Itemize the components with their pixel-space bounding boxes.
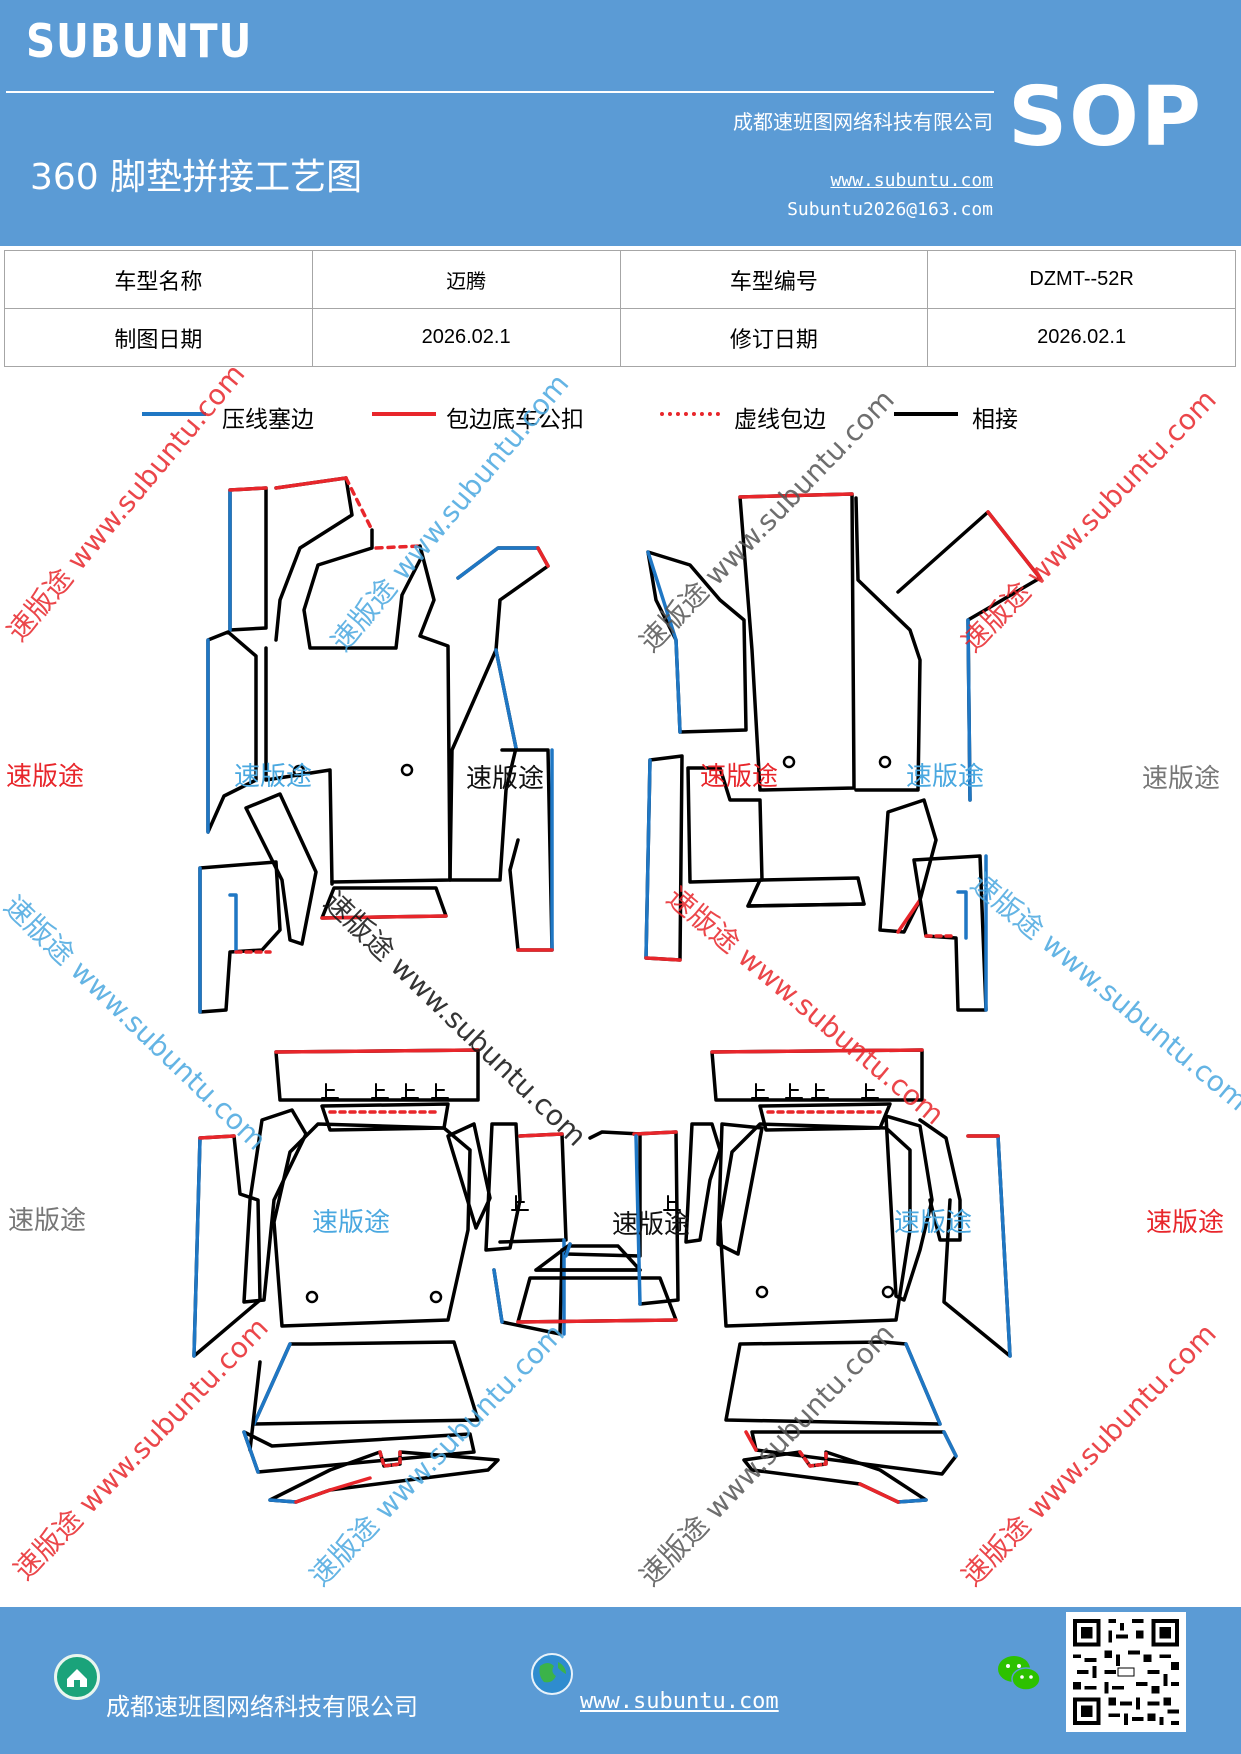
pattern-group-rear-left [192,1048,678,1504]
legend-label: 压线塞边 [222,407,314,433]
table-cell-value: 2026.02.1 [927,308,1236,367]
legend-label: 相接 [972,407,1018,433]
globe-icon [528,1650,576,1698]
header-company-name: 成都速班图网络科技有限公司 [733,110,993,134]
legend-label: 虚线包边 [734,407,826,433]
wechat-icon[interactable] [996,1653,1042,1695]
footer-banner: 成都速班图网络科技有限公司 www.subuntu.com [0,1607,1241,1754]
home-icon [54,1654,100,1700]
vehicle-info-table: 车型名称 迈腾 车型编号 DZMT--52R 制图日期 2026.02.1 修订… [4,250,1236,367]
mounting-holes [292,755,895,1304]
table-row: 制图日期 2026.02.1 修订日期 2026.02.1 [4,308,1236,367]
table-cell-label: 修订日期 [619,308,929,367]
table-cell-label: 制图日期 [4,308,313,367]
qr-code-pattern [1069,1615,1183,1729]
legend-label: 包边底车公扣 [446,407,584,433]
floor-mat-pattern-drawing [192,476,1042,1504]
document-title: 360 脚垫拼接工艺图 [30,157,363,198]
footer-website-link[interactable]: www.subuntu.com [580,1689,779,1714]
home-icon-glyph [67,1669,87,1687]
pattern-group-rear-right [632,1048,1012,1504]
legend-swatch [142,412,206,416]
header-website-link[interactable]: www.subuntu.com [830,170,993,191]
brand-logo-text: SUBUNTU [26,14,253,68]
footer-company-name: 成都速班图网络科技有限公司 [106,1693,418,1721]
table-cell-label: 车型名称 [4,250,313,309]
table-cell-value: 2026.02.1 [311,308,621,367]
pattern-group-front-right [644,492,1042,1012]
table-cell-value: 迈腾 [311,250,621,309]
table-cell-value: DZMT--52R [927,250,1236,309]
pattern-group-front-left [198,476,554,1014]
header-divider [6,91,994,93]
legend-swatch [372,412,436,416]
sop-badge: SOP [1008,70,1203,165]
qr-code[interactable] [1066,1612,1186,1732]
seam-stop-marks [321,1083,879,1211]
table-row: 车型名称 迈腾 车型编号 DZMT--52R [4,250,1236,309]
header-banner: SUBUNTU 成都速班图网络科技有限公司 360 脚垫拼接工艺图 www.su… [0,0,1241,246]
legend-swatch [894,412,958,416]
legend-swatch [660,412,720,416]
table-cell-label: 车型编号 [619,250,929,309]
header-email[interactable]: Subuntu2026@163.com [787,199,993,220]
